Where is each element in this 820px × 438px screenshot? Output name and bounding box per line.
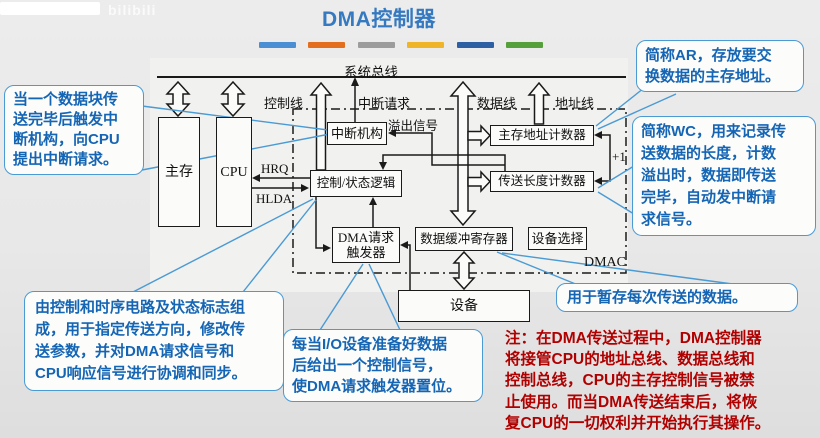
box-cpu: CPU [216,117,252,227]
decor-bar-gray [357,42,395,48]
device-trigger-arrowhead [400,241,408,249]
logic-to-trigger-line [315,197,327,249]
box-transfer-len-counter: 传送长度计数器 [490,171,594,192]
address-line-arrow [527,81,551,125]
box-mem-addr-counter: 主存地址计数器 [490,125,594,146]
box-control-status-logic: 控制/状态逻辑 [310,170,402,197]
box-device: 设备 [398,290,530,322]
label-hlda: HLDA [256,191,293,206]
top-left-blank-bar [0,2,100,15]
box-device-select: 设备选择 [528,227,587,250]
decor-bar-blue [259,42,296,48]
cpu-bus-arrow [220,80,246,118]
callout-interrupt: 当一个数据块传 送完毕后触发中 断机构，向CPU 提出中断请求。 [4,85,144,175]
addr-counter-feed-arrow [467,124,492,147]
memory-bus-arrow [165,80,191,118]
trigger-logic-arrowhead [369,197,377,205]
label-data-line: 数据线 [477,96,517,111]
label-hrq: HRQ [261,161,289,176]
plus-one-line [597,134,611,182]
label-interrupt-request: 中断请求 [358,96,411,111]
len-counter-feed-arrow [467,170,492,193]
label-system-bus: 系统总线 [344,65,398,80]
box-data-buffer-register: 数据缓冲寄存器 [415,227,513,251]
decor-bar-green [506,42,544,48]
label-plus-one: +1 [612,149,626,164]
overflow-logic-arrowhead [379,162,387,170]
plus-one-arrowhead-top [594,131,602,139]
page-title: DMA控制器 [322,8,436,31]
overflow-interrupt-arrowhead [388,129,396,137]
plus-one-arrowhead-bottom [594,177,602,185]
callout-io: 每当I/O设备准备好数据 后给出一个控制信号， 使DMA请求触发器置位。 [283,329,483,402]
interrupt-request-arrowhead [351,77,359,86]
callout-buffer: 用于暂存每次传送的数据。 [556,283,798,312]
decor-bars [259,42,551,60]
box-interrupt-unit: 中断机构 [327,122,387,145]
hrq-arrowhead [252,174,260,182]
box-main-memory: 主存 [158,117,200,227]
callout-logic: 由控制和时序电路及状态标志组 成，用于指定传送方向，修改传 送参数，并对DMA请… [24,291,284,391]
label-overflow-signal: 溢出信号 [388,119,439,133]
decor-bar-darkblue [456,42,494,48]
decor-bar-orange [308,42,346,48]
note-text: 注：在DMA传送过程中，DMA控制器 将接管CPU的地址总线、数据总线和 控制总… [505,330,771,432]
watermark: bilibili [108,2,157,18]
label-control-line: 控制线 [264,96,304,111]
label-address-line: 地址线 [555,96,595,111]
callout-ar: 简称AR，存放要交 换数据的主存地址。 [636,40,804,92]
hlda-arrowhead [301,184,309,192]
decor-bar-gold [407,42,445,48]
box-dma-request-trigger: DMA请求 触发器 [332,227,400,263]
buffer-device-arrow [452,250,476,291]
overflow-to-interrupt-line [393,132,505,166]
device-to-trigger-line [405,244,411,290]
logic-trigger-arrowhead [323,244,331,252]
data-line-arrow [449,80,477,227]
overflow-to-logic-line [382,154,506,171]
label-dmac: DMAC [584,255,627,270]
callout-wc: 简称WC，用来记录传 送数据的长度，计数 溢出时，数据即传送 完毕，自动发中断请… [632,116,816,236]
